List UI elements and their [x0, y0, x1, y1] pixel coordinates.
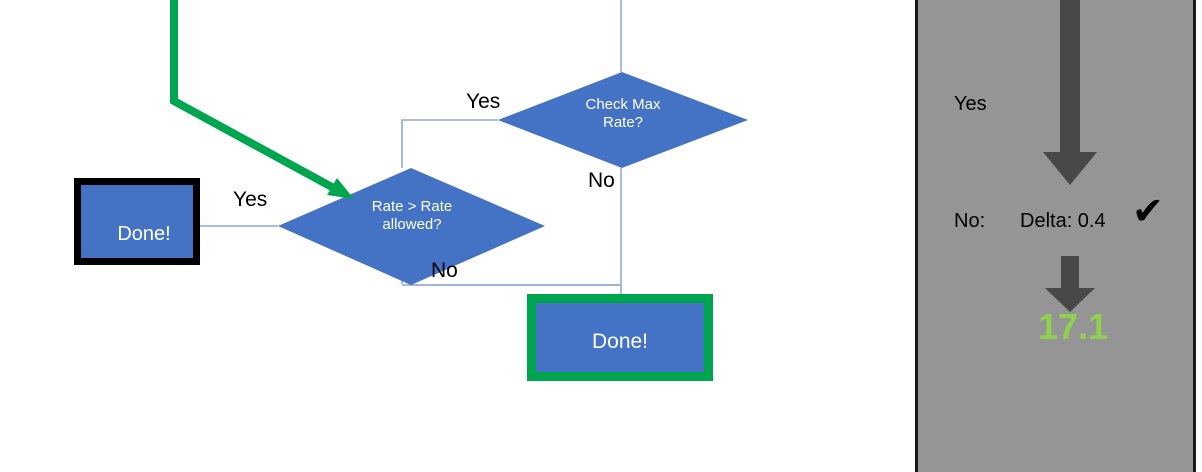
panel-yes-label: Yes: [954, 93, 987, 115]
flowchart-connectors: [170, 0, 748, 294]
highlight-path-green: [170, 0, 343, 196]
connector-max-rate-yes: [401, 119, 498, 168]
terminal-done-error[interactable]: Done! ERROR: [74, 178, 200, 292]
edge-label-rate-no: No: [431, 259, 458, 282]
terminal-done-error-line1: Done!: [117, 222, 171, 245]
checkmark-icon: ✔: [1132, 189, 1164, 233]
decision-max-rate-shape[interactable]: [498, 72, 748, 168]
edge-label-max-rate-yes: Yes: [466, 90, 501, 113]
long-arrow-shaft: [1060, 0, 1080, 158]
flowchart-canvas: Check Max Rate? Rate > Rate allowed? Don…: [74, 0, 748, 381]
terminal-done[interactable]: Done!: [527, 294, 713, 381]
short-arrow-head: [1045, 288, 1095, 312]
side-panel-arrows: [1043, 0, 1097, 312]
panel-no-label: No:: [954, 210, 986, 232]
long-arrow-head: [1043, 152, 1097, 185]
panel-delta-value: Delta: 0.4: [1020, 210, 1106, 232]
edge-label-rate-yes: Yes: [233, 188, 268, 211]
highlight-arrowhead-green: [327, 178, 354, 199]
panel-result-value: 17.1: [1037, 306, 1109, 347]
terminal-done-label: Done!: [591, 330, 649, 353]
short-arrow-shaft: [1061, 256, 1079, 296]
decision-rate-shape[interactable]: [278, 168, 545, 285]
edge-label-max-rate-no: No: [588, 169, 615, 192]
side-panel: Yes No: Delta: 0.4 ✔ 17.1: [915, 0, 1196, 472]
